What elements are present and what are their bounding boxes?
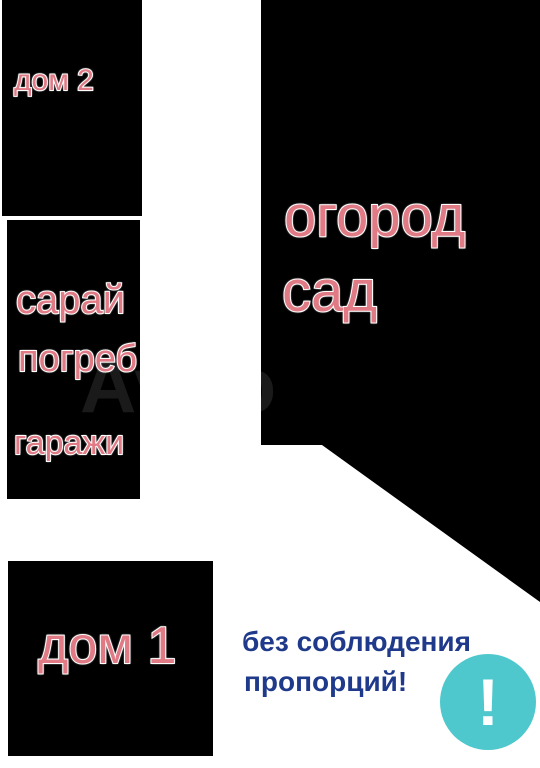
note-line-1: без соблюдения [242, 626, 471, 657]
label-saray: сарай [15, 277, 126, 323]
label-garazhi: гаражи [13, 423, 125, 463]
label-sad: сад [281, 258, 378, 325]
label-house-1: дом 1 [37, 616, 177, 676]
house-1-block [8, 561, 213, 756]
exclamation-icon: ! [440, 654, 536, 750]
label-ogorod: огород [283, 183, 466, 250]
watermark: Avito [80, 341, 278, 429]
label-pogreb: погреб [17, 337, 138, 381]
label-house-2: дом 2 [13, 63, 95, 98]
note-line-2: пропорций! [244, 666, 408, 697]
house-2-block [2, 0, 142, 216]
outbuildings-block [7, 220, 140, 499]
